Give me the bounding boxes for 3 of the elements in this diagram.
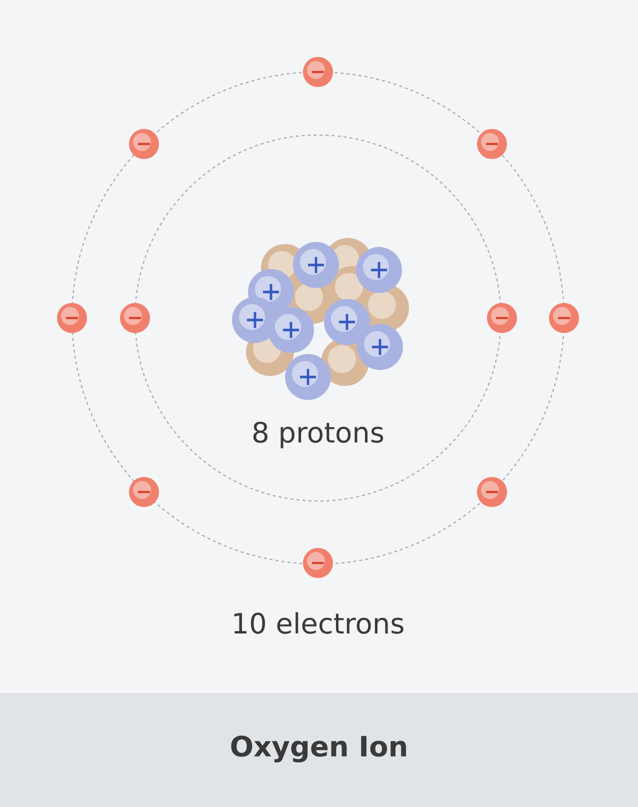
electrons-label: 10 electrons xyxy=(234,612,404,634)
caption-band: Oxygen Ion xyxy=(0,693,638,807)
protons-label: 8 protons xyxy=(253,422,384,448)
